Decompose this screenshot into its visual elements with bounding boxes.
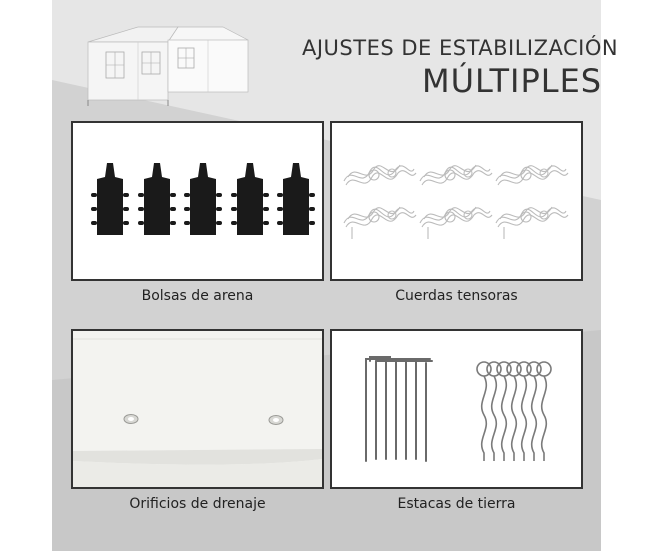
drain-hole-right xyxy=(268,415,284,425)
title-line-2: MÚLTIPLES xyxy=(422,62,603,100)
drain-holes-card xyxy=(71,329,324,489)
ropes-caption: Cuerdas tensoras xyxy=(395,288,518,304)
drain-hole-icon xyxy=(73,331,322,487)
drain-hole-left xyxy=(123,414,139,424)
ground-stakes-caption: Estacas de tierra xyxy=(397,496,516,512)
sandbags-caption: Bolsas de arena xyxy=(141,288,254,304)
drain-holes-caption: Orificios de drenaje xyxy=(129,496,266,512)
sandbags-card xyxy=(71,121,324,281)
rope-icon xyxy=(343,164,569,239)
ground-stakes-card xyxy=(330,329,583,489)
ground-stake-icon xyxy=(365,356,552,462)
title-line-1: AJUSTES DE ESTABILIZACIÓN xyxy=(302,36,619,60)
ropes-card xyxy=(330,121,583,281)
sandbag-icon xyxy=(91,163,315,235)
tent-image xyxy=(87,26,249,106)
